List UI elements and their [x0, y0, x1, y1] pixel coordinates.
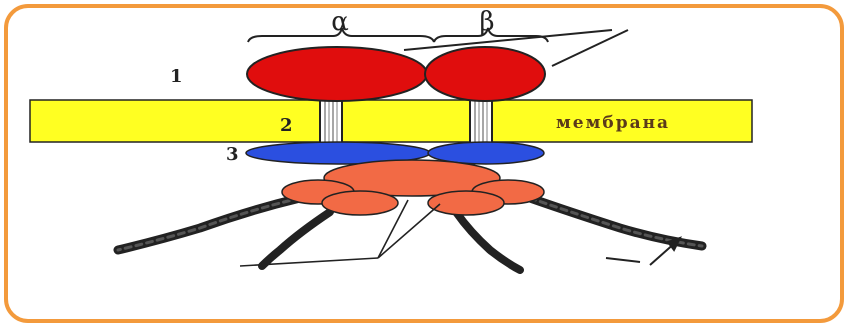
label-3: 3	[226, 144, 239, 165]
membrane-label: мембрана	[556, 113, 670, 133]
alpha-subunit-head	[247, 47, 427, 101]
alpha-stalk	[320, 96, 342, 146]
beta-stalk	[470, 96, 492, 146]
beta-subunit-head	[425, 47, 545, 101]
label-1: 1	[170, 66, 183, 87]
label-2: 2	[280, 115, 293, 136]
